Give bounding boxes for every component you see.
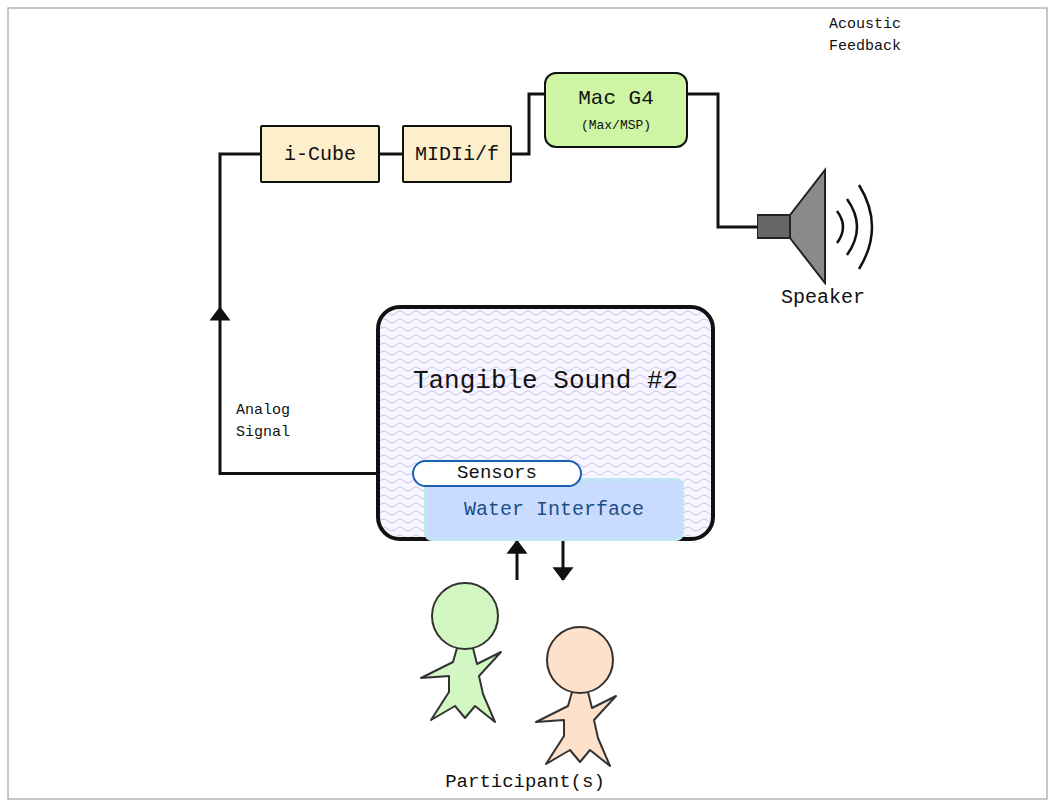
- node-title: Tangible Sound #2: [413, 365, 678, 398]
- connector: [380, 154, 402, 155]
- connector-line: [688, 94, 757, 227]
- connector-line: [512, 94, 544, 154]
- node-title: MIDIi/f: [415, 142, 499, 167]
- sensor-pill: Sensors: [412, 460, 582, 487]
- arrow-head: [554, 568, 572, 580]
- water-interface-box: Water Interface: [424, 478, 684, 541]
- connector: [508, 541, 526, 580]
- outer-frame: [8, 8, 1047, 799]
- connector: [512, 94, 544, 154]
- node-title: Mac G4: [578, 86, 654, 112]
- node-title: Water Interface: [464, 497, 644, 522]
- arrow-head: [508, 541, 526, 553]
- caption-label: Acoustic Feedback: [820, 14, 910, 58]
- connector: [554, 541, 572, 580]
- node-title: Participant(s): [445, 771, 605, 795]
- node-subtitle: (Max/MSP): [581, 118, 651, 134]
- node-title: Speaker: [781, 285, 865, 310]
- texture-fill: [380, 309, 711, 537]
- arrow-head: [211, 308, 229, 320]
- connector: [688, 94, 757, 227]
- node-title: i-Cube: [284, 142, 356, 167]
- speaker-symbol: [757, 165, 889, 285]
- connector-line: [380, 153, 402, 156]
- installation-box: SensorsWater Interface Tangible Sound #2: [376, 305, 715, 541]
- signal-label: Analog Signal: [236, 400, 316, 444]
- participant-group: Participant(s): [395, 580, 655, 795]
- interface-box: MIDIi/f: [402, 125, 512, 183]
- speaker-node: Speaker: [757, 165, 889, 310]
- participant-figures: [395, 580, 655, 770]
- computer-box: Mac G4 (Max/MSP): [544, 72, 688, 148]
- device-box: i-Cube: [260, 125, 380, 183]
- node-title: Sensors: [457, 462, 537, 486]
